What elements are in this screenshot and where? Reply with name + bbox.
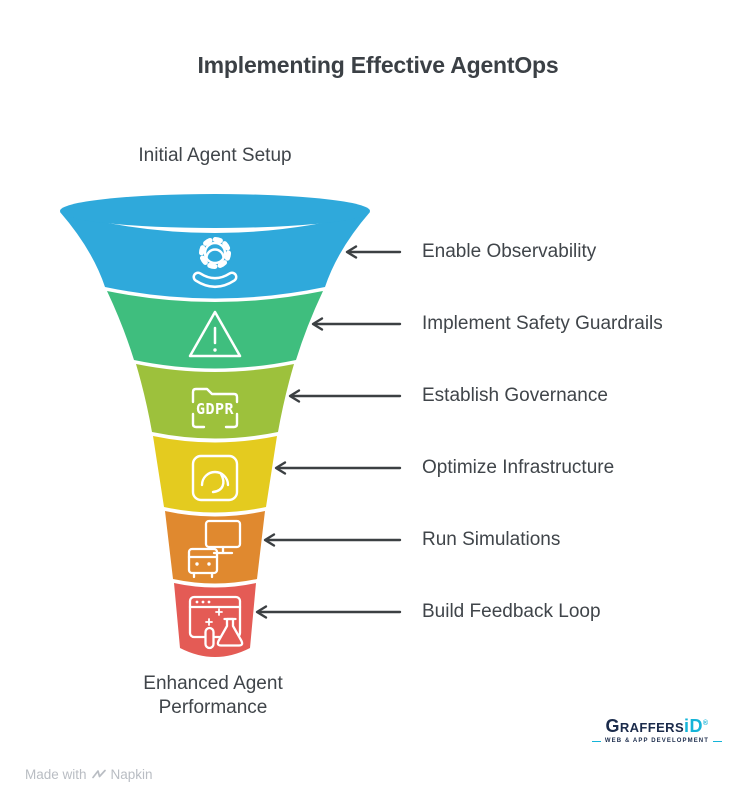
logo-tagline: WEB & APP DEVELOPMENT [591, 738, 722, 744]
arrow-infrastructure [274, 461, 402, 475]
napkin-icon [91, 769, 106, 779]
funnel-stage-infrastructure [153, 436, 277, 513]
funnel-stage-governance: GDPR [136, 364, 294, 439]
funnel-stage-feedback [174, 583, 256, 657]
funnel-top-label: Initial Agent Setup [138, 145, 292, 166]
funnel-stage-guardrails [107, 291, 323, 369]
tagline-right-dash [713, 740, 722, 742]
arrow-simulations [263, 533, 402, 547]
stage-label-simulations: Run Simulations [422, 529, 561, 550]
stage-label-feedback: Build Feedback Loop [422, 601, 601, 622]
gdpr-icon-text: GDPR [196, 400, 235, 418]
registered-mark: ® [702, 720, 709, 727]
funnel-mouth-ellipse [60, 194, 370, 228]
stage-label-infrastructure: Optimize Infrastructure [422, 457, 615, 478]
stage-label-observability: Enable Observability [422, 241, 597, 262]
feedback-flask-icon [188, 595, 244, 650]
gdpr-folder-icon [191, 387, 239, 429]
funnel-stage-simulations [165, 511, 265, 584]
arrow-observability [345, 245, 402, 259]
napkin-app-name: Napkin [110, 767, 153, 782]
funnel-stage-observability [60, 194, 370, 299]
arrow-feedback [255, 605, 402, 619]
graffersid-logo-text: GraffersiD® [592, 716, 722, 737]
stage-arrows [255, 245, 402, 619]
graffersid-logo: GraffersiD® WEB & APP DEVELOPMENT [591, 716, 722, 744]
logo-primary-text: Graffers [605, 716, 685, 736]
funnel-bottom-label: Enhanced Agent Performance [143, 673, 283, 718]
simulation-devices-icon [187, 519, 242, 579]
arrow-guardrails [311, 317, 402, 331]
observability-gear-icon [192, 237, 238, 288]
made-with-text: Made with [25, 767, 87, 782]
tagline-text: WEB & APP DEVELOPMENT [604, 738, 709, 744]
warning-triangle-icon [188, 310, 242, 358]
stage-label-governance: Establish Governance [422, 385, 608, 406]
logo-accent-text: iD [684, 716, 703, 736]
arrow-governance [288, 389, 402, 403]
gauge-icon [191, 454, 239, 502]
made-with-napkin-link[interactable]: Made with Napkin [25, 767, 153, 782]
stage-label-guardrails: Implement Safety Guardrails [422, 313, 663, 334]
tagline-left-dash [591, 740, 601, 742]
page-title: Implementing Effective AgentOps [197, 52, 559, 78]
